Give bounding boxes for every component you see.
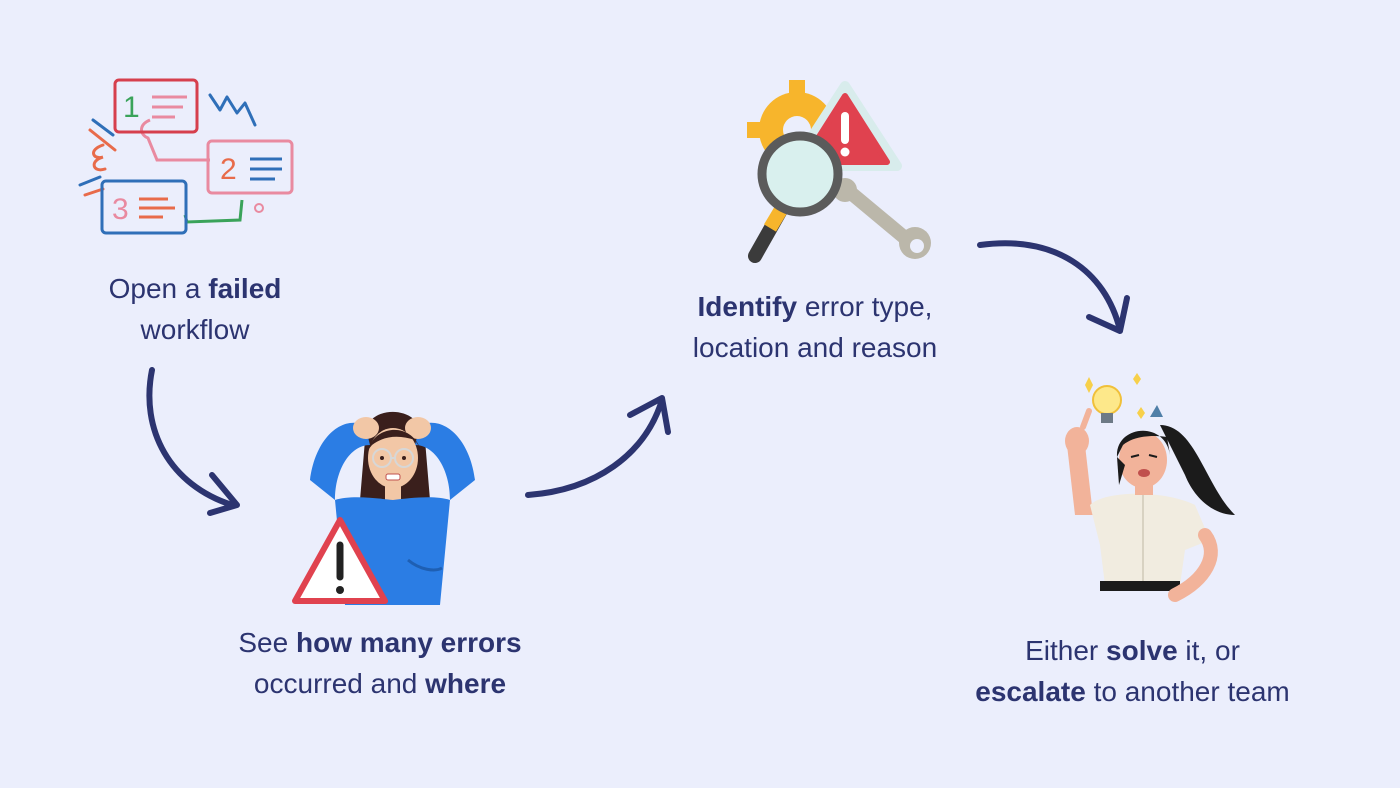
step-4-caption: Either solve it, or escalate to another … <box>975 635 1290 707</box>
step-2-caption: See how many errors occurred and where <box>238 627 522 699</box>
step-2 <box>290 400 490 605</box>
card-number-3: 3 <box>112 193 129 226</box>
magnifier-gear-wrench-icon <box>747 80 931 263</box>
step-3-caption: Identify error type, location and reason <box>692 291 938 363</box>
arrow-1-head <box>207 472 240 516</box>
step-4 <box>1045 365 1245 605</box>
step-3 <box>745 78 935 266</box>
workflow-sketch-icon: 1 2 3 <box>78 78 294 235</box>
idea-person-icon <box>1065 373 1235 602</box>
step-1: 1 2 3 <box>75 75 305 245</box>
arrow-2-head <box>627 395 671 435</box>
step-1-caption: Open a failed workflow <box>108 273 282 345</box>
card-number-1: 1 <box>123 91 140 124</box>
arrow-3 <box>977 240 1123 333</box>
arrow-2 <box>525 397 665 498</box>
card-number-2: 2 <box>220 153 237 186</box>
arrow-1 <box>146 367 235 508</box>
warning-triangle-icon <box>292 517 388 604</box>
arrow-3-head <box>1086 295 1130 334</box>
